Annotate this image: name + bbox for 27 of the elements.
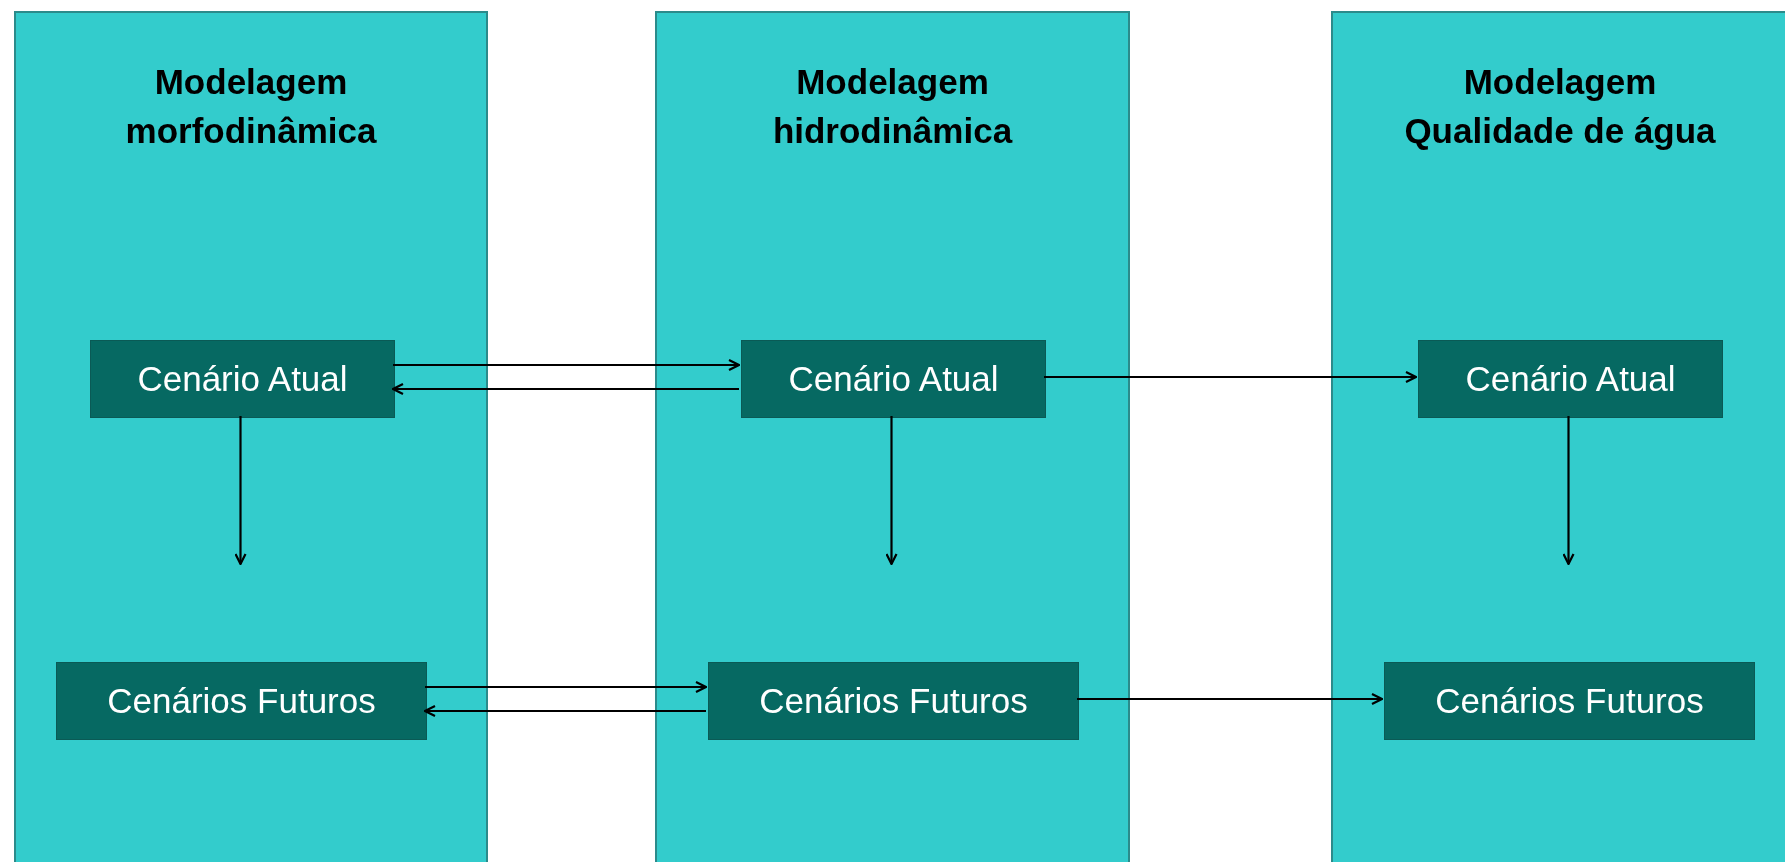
- column-heading: Modelagem Qualidade de água: [1403, 61, 1717, 152]
- arrow: [1077, 692, 1384, 706]
- arrow: [391, 382, 739, 396]
- arrow: [1044, 370, 1418, 384]
- arrow: [234, 416, 247, 566]
- process-box: [708, 662, 1079, 740]
- arrow: [425, 680, 708, 694]
- box-label: Cenário Atual: [788, 359, 999, 399]
- column-heading: Modelagem hidrodinâmica: [771, 61, 1014, 152]
- process-box: [1384, 662, 1755, 740]
- arrow: [393, 358, 741, 372]
- box-label: Cenários Futuros: [759, 681, 1028, 721]
- box-label: Cenários Futuros: [1435, 681, 1704, 721]
- process-box: [56, 662, 427, 740]
- column-heading: Modelagem morfodinâmica: [124, 61, 378, 152]
- process-box: [1418, 340, 1723, 418]
- process-box: [90, 340, 395, 418]
- box-label: Cenários Futuros: [107, 681, 376, 721]
- column-panel: [1331, 11, 1785, 862]
- arrow: [885, 416, 898, 566]
- column-panel: [14, 11, 488, 862]
- box-label: Cenário Atual: [137, 359, 348, 399]
- column-panel: [655, 11, 1130, 862]
- process-box: [741, 340, 1046, 418]
- box-label: Cenário Atual: [1465, 359, 1676, 399]
- arrow: [423, 704, 706, 718]
- arrow: [1562, 416, 1575, 566]
